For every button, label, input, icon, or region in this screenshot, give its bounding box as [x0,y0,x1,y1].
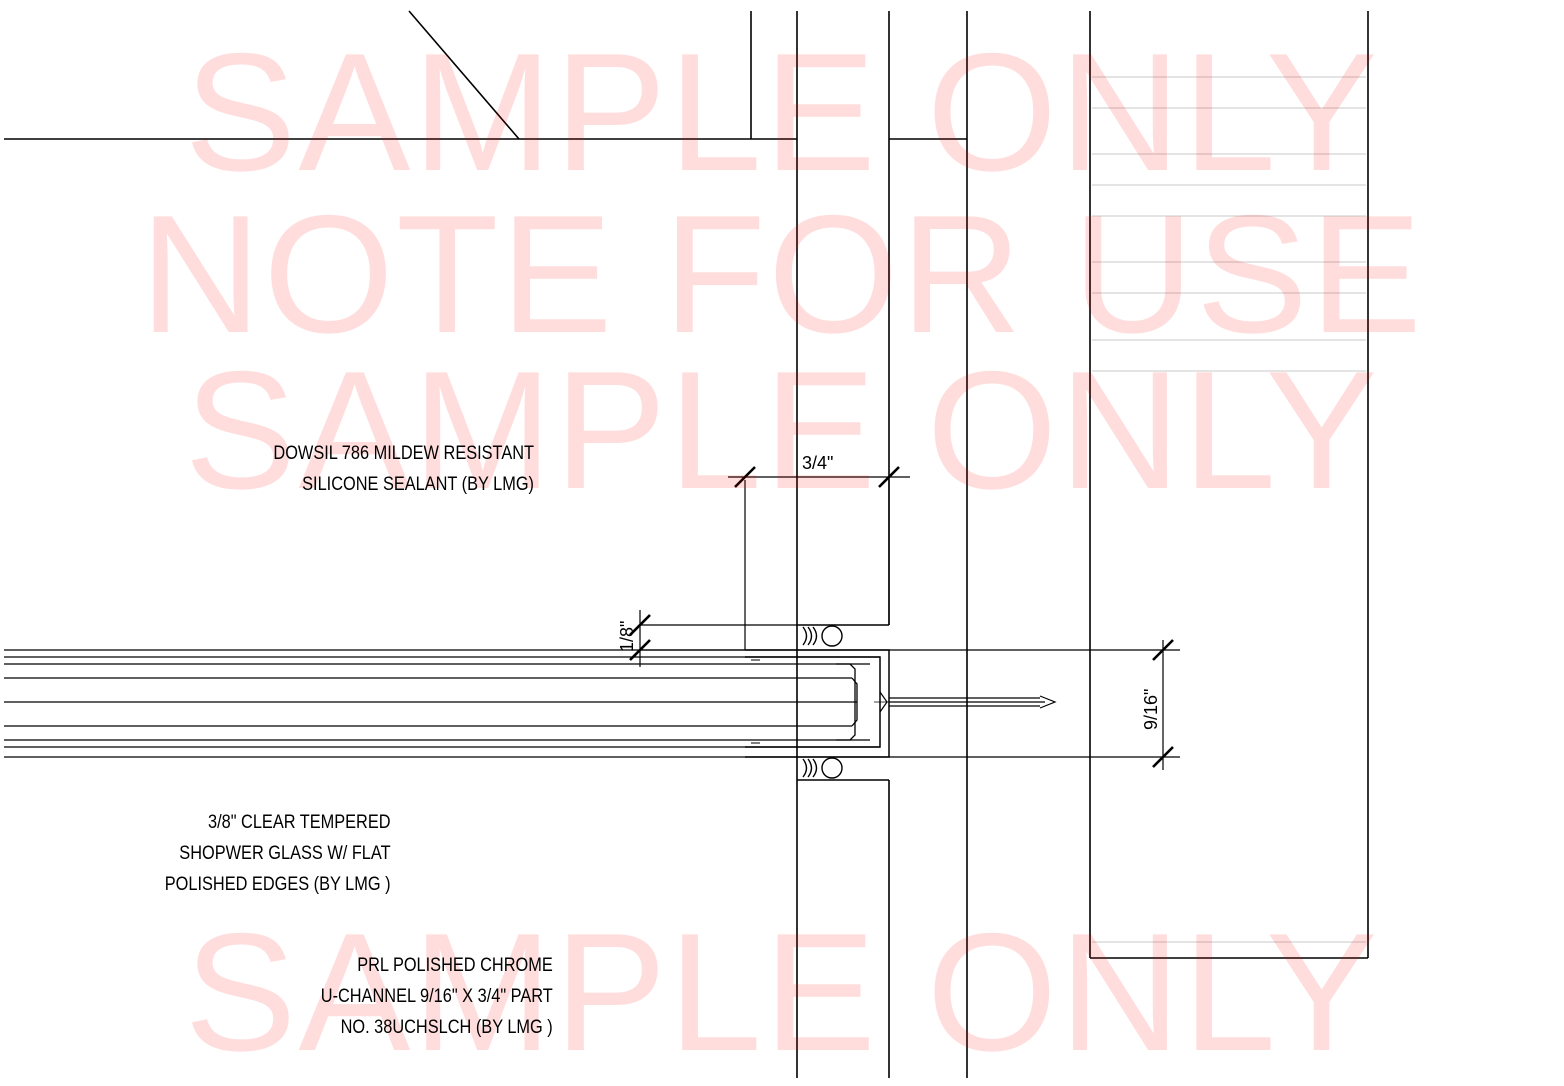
u-channel [745,649,890,758]
watermark-line-2: NOTE FOR USE [139,180,1425,368]
channel-callout-line-2: U-CHANNEL 9/16" X 3/4" PART [321,986,553,1007]
glass-callout-line-3: POLISHED EDGES (BY LMG ) [165,874,391,895]
glass-callout-line-2: SHOPWER GLASS W/ FLAT [179,843,391,864]
wall-framing [4,10,968,1078]
dimension-channel-depth: 3/4" [802,453,834,473]
glass-panel [4,649,889,758]
screw-fastener [874,691,1057,713]
sealant-callout: DOWSIL 786 MILDEW RESISTANT SILICONE SEA… [273,438,534,500]
dimension-channel-width: 9/16" [1141,688,1161,730]
glass-callout: 3/8" CLEAR TEMPERED SHOPWER GLASS W/ FLA… [165,807,391,900]
channel-callout-line-1: PRL POLISHED CHROME [357,955,553,976]
dimension-lines [629,466,1180,770]
glass-callout-line-1: 3/8" CLEAR TEMPERED [208,812,391,833]
watermark-line-1: SAMPLE ONLY [184,18,1380,206]
watermark-line-4: SAMPLE ONLY [184,898,1380,1086]
tile-hatch [1092,76,1366,943]
channel-callout-line-3: NO. 38UCHSLCH (BY LMG ) [340,1017,553,1038]
channel-callout: PRL POLISHED CHROME U-CHANNEL 9/16" X 3/… [321,950,553,1043]
sealant-callout-line-1: DOWSIL 786 MILDEW RESISTANT [273,443,534,464]
sealant-callout-line-2: SILICONE SEALANT (BY LMG) [302,474,534,495]
dimension-gap: 1/8" [617,620,637,652]
watermark-line-3: SAMPLE ONLY [184,336,1380,524]
tile-panel [1089,11,1369,959]
sealant-beads [802,625,843,779]
